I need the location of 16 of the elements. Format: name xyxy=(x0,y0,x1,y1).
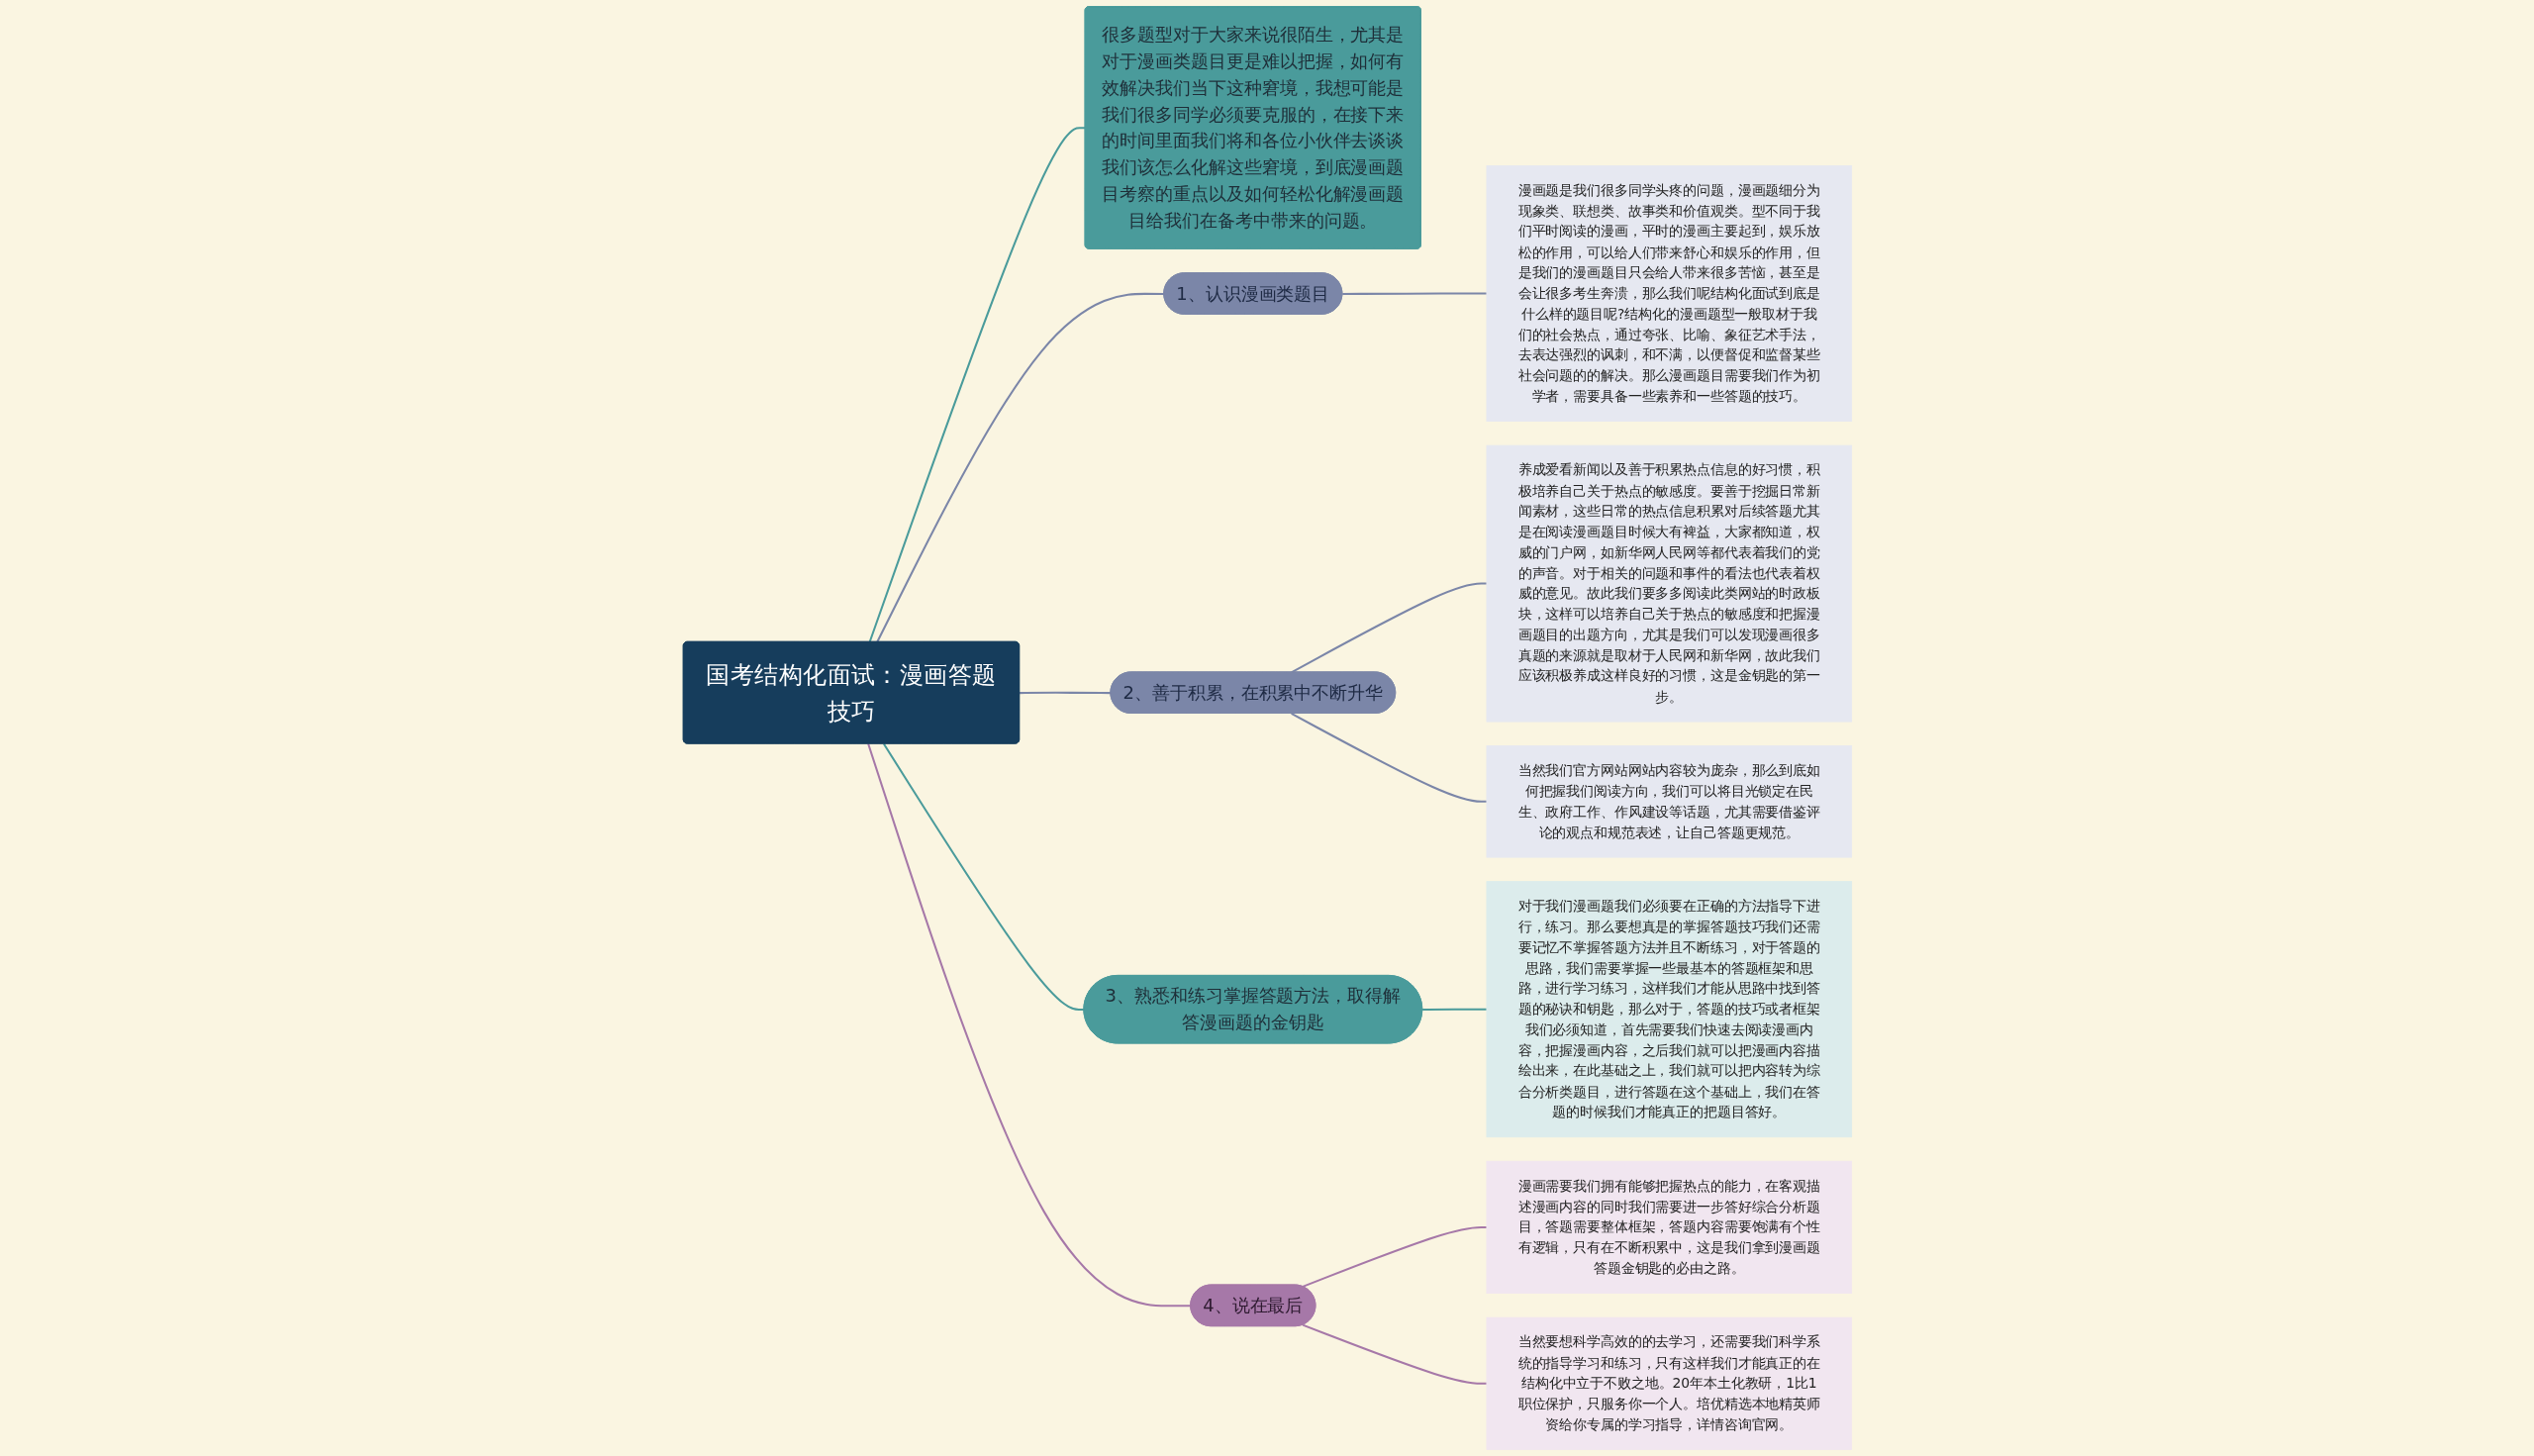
connector xyxy=(875,292,1164,643)
node-box: 当然我们官方网站网站内容较为庞杂，那么到底如何把握我们阅读方向，我们可以将目光锁定在民生、政府工作、作风建设等话题，尤其需要借鉴评论的观点和规范表述，让自己答题更规范。 xyxy=(1486,745,1852,858)
node-box: 当然要想科学高效的的去学习，还需要我们科学系统的指导学习和练习，只有这样我们才能真正的在结构化中立于不败之地。20年本土化教研，1比1职位保护，只服务你一个人。培优精选本地精英师资给你专属的学习指导，详情咨询官网。 xyxy=(1486,1316,1852,1450)
connector xyxy=(868,127,1086,643)
node-box: 漫画题是我们很多同学头疼的问题，漫画题细分为现象类、联想类、故事类和价值观类。型不同于我们平时阅读的漫画，平时的漫画主要起到，娱乐放松的作用，可以给人们带来舒心和娱乐的作用，但是我们的漫画题目只会给人带来很多苦恼，甚至是会让很多考生奔溃，那么我们呢结构化面试到底是什么样的题目呢?结构化的漫画题型一般取材于我们的社会热点，通过夸张、比喻、象征艺术手法，去表达强烈的讽刺，和不满，以便督促和监督某些社会问题的的解决。那么漫画题目需要我们作为初学者，需要具备一些素养和一些答题的技巧。 xyxy=(1486,165,1852,423)
connector xyxy=(1302,1323,1487,1385)
connector xyxy=(882,742,1084,1012)
connector xyxy=(1302,1225,1487,1288)
connector xyxy=(866,743,1191,1308)
node-box: 漫画需要我们拥有能够把握热点的能力，在客观描述漫画内容的同时我们需要进一步答好综合分析题目，答题需要整体框架，答题内容需要饱满有个性有逻辑，只有在不断积累中，这是我们拿到漫画题答题金钥匙的必由之路。 xyxy=(1486,1160,1852,1295)
node-box: 对于我们漫画题我们必须要在正确的方法指导下进行，练习。那么要想真是的掌握答题技巧我们还需要记忆不掌握答题方法并且不断练习，对于答题的思路，我们需要掌握一些最基本的答题框架和思路，进行学习练习，这样我们才能从思路中找到答题的秘诀和钥匙，那么对于，答题的技巧或者框架我们必须知道，首先需要我们快速去阅读漫画内容，把握漫画内容，之后我们就可以把漫画内容描绘出来，在此基础之上，我们就可以把内容转为综合分析类题目，进行答题在这个基础上，我们在答题的时候我们才能真正的把题目答好。 xyxy=(1486,881,1852,1138)
connector xyxy=(1019,691,1111,695)
connector xyxy=(1290,713,1487,803)
connector xyxy=(1341,292,1487,295)
connector xyxy=(1421,1008,1487,1012)
node-box: 养成爱看新闻以及善于积累热点信息的好习惯，积极培养自己关于热点的敏感度。要善于挖掘日常新闻素材，这些日常的热点信息积累对后续答题尤其是在阅读漫画题目时候大有裨益，大家都知道，权威的门户网，如新华网人民网等都代表着我们的党的声音。对于相关的问题和事件的看法也代表着权威的意见。故此我们要多多阅读此类网站的时政板块，这样可以培养自己关于热点的敏感度和把握漫画题目的出题方向，尤其是我们可以发现漫画很多真题的来源就是取材于人民网和新华网，故此我们应该积极养成这样良好的习惯，这是金钥匙的第一步。 xyxy=(1486,444,1852,723)
